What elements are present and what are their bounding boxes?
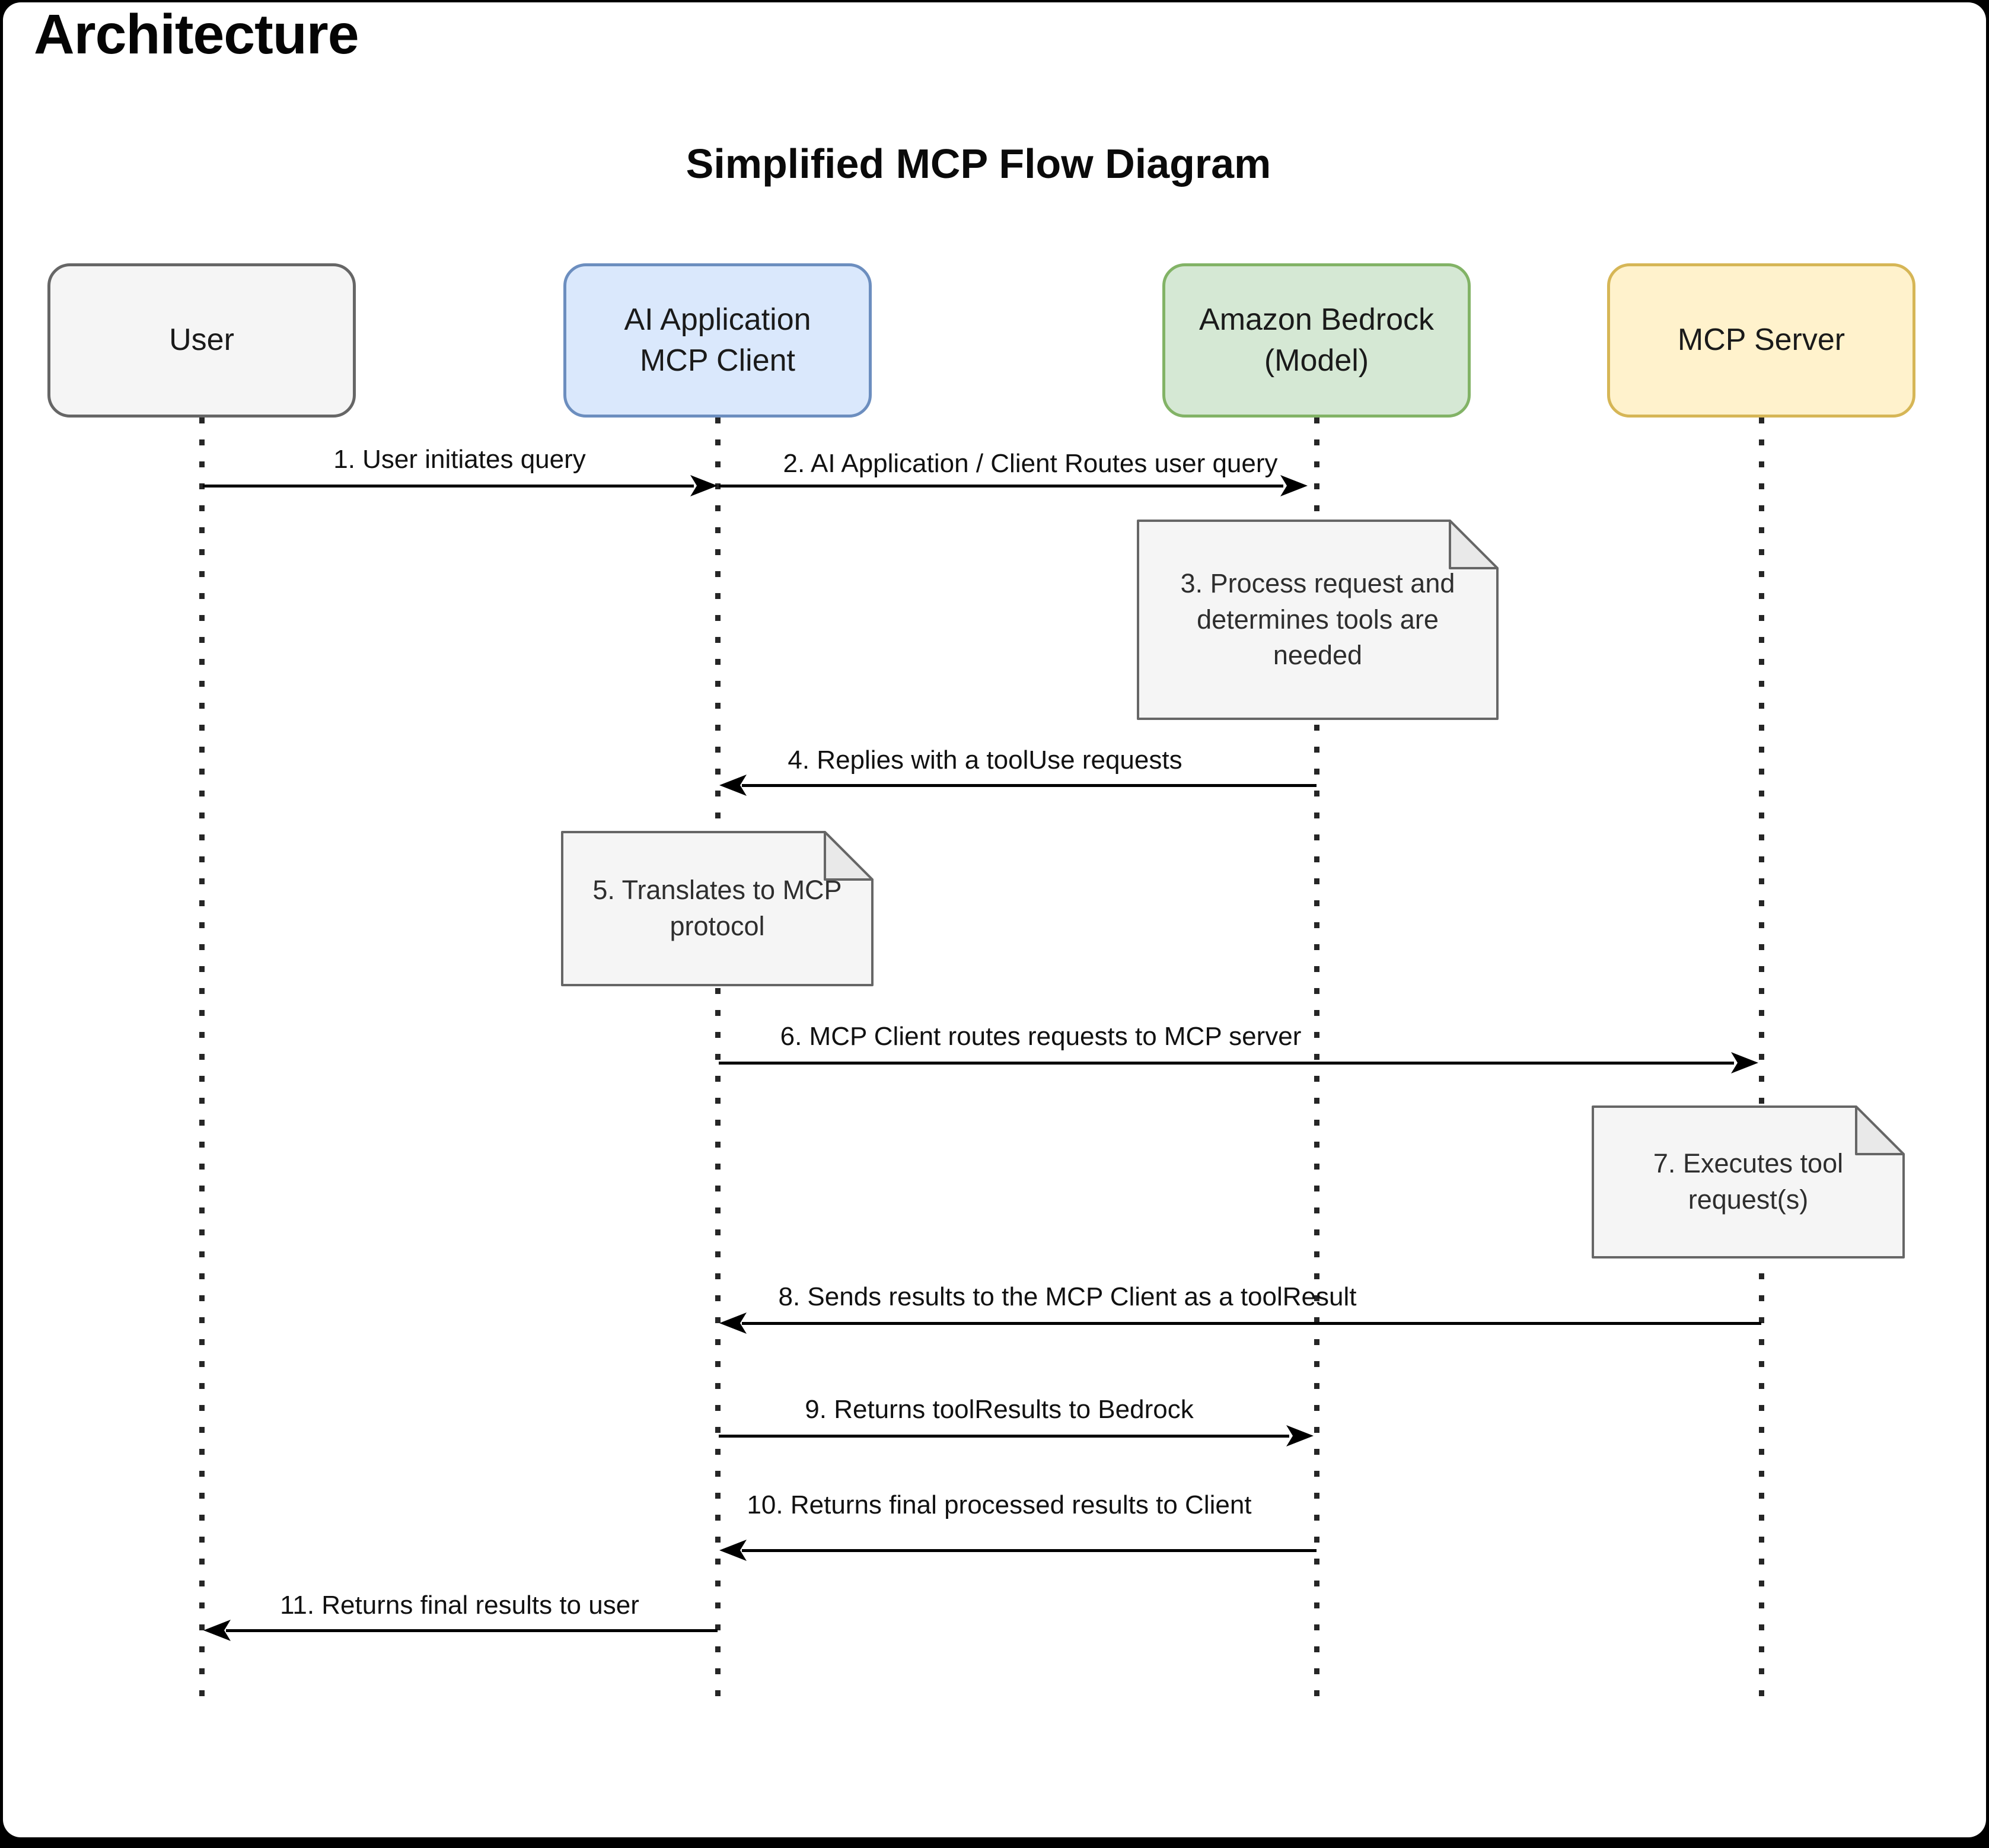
actor-box-ai-application-mcp-client: AI Application MCP Client xyxy=(563,263,872,418)
note-shape xyxy=(1592,1105,1905,1258)
arrowhead-right-icon xyxy=(1286,1425,1314,1446)
note-text: 3. Process request and determines tools … xyxy=(1180,568,1455,671)
actor-box-mcp-server: MCP Server xyxy=(1607,263,1915,418)
message-label: 9. Returns toolResults to Bedrock xyxy=(805,1395,1194,1424)
note-executes-tool: 7. Executes tool request(s) xyxy=(1592,1105,1905,1258)
message-label: 11. Returns final results to user xyxy=(280,1591,639,1620)
arrowhead-right-icon xyxy=(1280,475,1308,496)
message-label: 6. MCP Client routes requests to MCP ser… xyxy=(780,1022,1302,1051)
message-line xyxy=(719,1062,1734,1065)
arrowhead-left-icon xyxy=(719,1312,747,1334)
message-line xyxy=(719,1435,1289,1438)
message-label: 10. Returns final processed results to C… xyxy=(747,1490,1252,1519)
message-line xyxy=(742,784,1317,787)
actor-box-user: User xyxy=(47,263,356,418)
actor-label: MCP Server xyxy=(1677,323,1845,358)
message-line xyxy=(719,485,1283,488)
arrowhead-right-icon xyxy=(690,475,718,496)
lifeline-user xyxy=(199,418,205,1706)
actor-label: User xyxy=(169,323,234,358)
arrowhead-right-icon xyxy=(1731,1052,1758,1073)
arrowhead-left-icon xyxy=(719,1540,747,1561)
note-shape xyxy=(561,831,874,986)
arrowhead-left-icon xyxy=(203,1620,231,1641)
note-text: 5. Translates to MCP protocol xyxy=(592,875,842,941)
message-line xyxy=(226,1629,718,1632)
actor-label: AI Application MCP Client xyxy=(624,302,811,378)
actor-box-amazon-bedrock: Amazon Bedrock (Model) xyxy=(1162,263,1471,418)
message-line xyxy=(742,1549,1317,1552)
note-translates-mcp: 5. Translates to MCP protocol xyxy=(561,831,874,986)
message-label: 8. Sends results to the MCP Client as a … xyxy=(778,1282,1357,1311)
diagram-title: Simplified MCP Flow Diagram xyxy=(686,141,1271,187)
message-label: 2. AI Application / Client Routes user q… xyxy=(783,449,1278,478)
message-label: 1. User initiates query xyxy=(333,445,586,474)
message-label: 4. Replies with a toolUse requests xyxy=(788,745,1182,775)
message-line xyxy=(203,485,694,488)
note-shape xyxy=(1137,520,1499,720)
page-title: Architecture xyxy=(34,3,359,66)
note-text: 7. Executes tool request(s) xyxy=(1653,1148,1844,1215)
note-process-request: 3. Process request and determines tools … xyxy=(1137,520,1499,720)
diagram-sheet: Architecture Simplified MCP Flow Diagram… xyxy=(3,2,1986,1837)
lifeline-ai-app xyxy=(715,418,721,1706)
message-line xyxy=(742,1322,1761,1325)
actor-label: Amazon Bedrock (Model) xyxy=(1199,302,1434,378)
lifeline-mcp-server xyxy=(1759,418,1764,1706)
arrowhead-left-icon xyxy=(719,775,747,796)
